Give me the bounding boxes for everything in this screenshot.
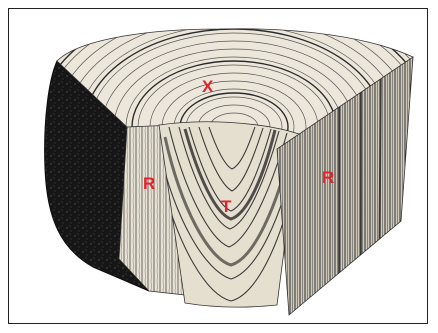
radial-right-label: R <box>322 168 334 187</box>
wood-block-illustration: X R T R <box>9 9 427 323</box>
cross-section-label: X <box>202 77 214 96</box>
illustration-frame: X R T R <box>8 8 428 324</box>
radial-left-label: R <box>143 174 155 193</box>
tangential-label: T <box>221 197 232 216</box>
